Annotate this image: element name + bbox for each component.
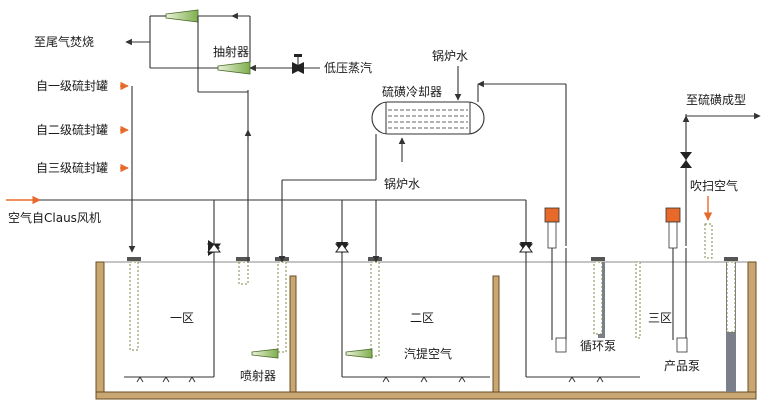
zone-3-label: 三区 — [648, 311, 672, 325]
air-from-fan-label: 空气自Claus风机 — [8, 210, 101, 225]
sulfur-cooler — [281, 66, 567, 246]
baffle-1 — [289, 275, 297, 393]
from-seal-3-label: 自三级硫封罐 — [36, 160, 108, 175]
baffle-2 — [492, 275, 500, 393]
to-tail-gas-label: 至尾气焚烧 — [34, 34, 94, 49]
zone-1-label: 一区 — [170, 311, 194, 325]
jet-label: 喷射器 — [240, 368, 276, 383]
jet-ejectors — [247, 90, 380, 359]
sweep-air-label: 吹扫空气 — [690, 178, 738, 193]
boiler-water-top-label: 锅炉水 — [432, 48, 468, 63]
ejector-label: 抽射器 — [213, 44, 249, 59]
air-header — [6, 195, 640, 383]
circulation-pump-motor-icon — [544, 207, 560, 223]
ejector-upper — [165, 9, 199, 23]
stripping-air-label: 汽提空气 — [404, 346, 452, 361]
sulfur-cooler-label: 硫磺冷却器 — [382, 84, 442, 99]
low-pressure-steam-label: 低压蒸汽 — [324, 60, 372, 75]
seal-feed-lines — [120, 81, 136, 253]
steam-valve-icon — [292, 54, 304, 74]
product-valve-icon — [680, 152, 692, 168]
from-seal-1-label: 自一级硫封罐 — [36, 78, 108, 93]
to-sulfur-forming-label: 至硫磺成型 — [686, 92, 746, 107]
pumps — [544, 112, 761, 353]
from-seal-2-label: 自二级硫封罐 — [36, 122, 108, 137]
circulation-pump-label: 循环泵 — [580, 339, 616, 353]
zone-2-label: 二区 — [410, 311, 434, 325]
ejector-lower — [217, 61, 251, 75]
labels: 至尾气焚烧 抽射器 低压蒸汽 锅炉水 硫磺冷却器 至硫磺成型 自一级硫封罐 自二… — [8, 34, 746, 383]
product-pump-label: 产品泵 — [664, 359, 700, 373]
sulfur-pit-tank — [95, 261, 757, 400]
boiler-water-mid-label: 锅炉水 — [384, 176, 420, 191]
ejector-system — [125, 9, 320, 140]
product-pump-motor-icon — [665, 207, 681, 223]
